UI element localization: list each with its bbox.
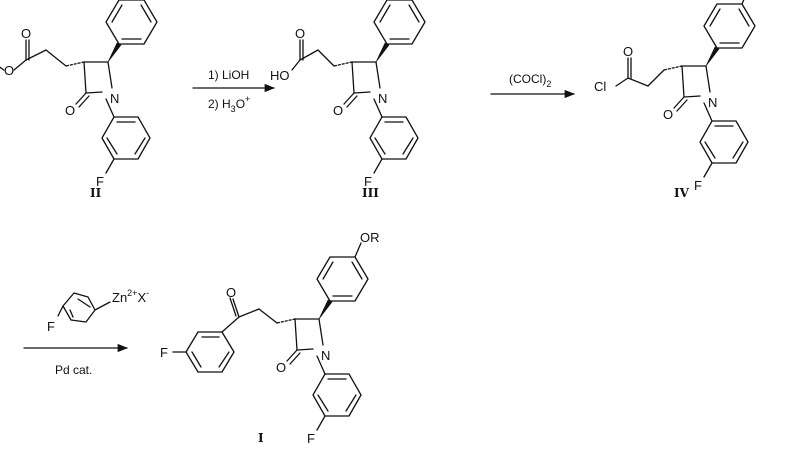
atom-F: F bbox=[160, 345, 168, 360]
compound-label-I: I bbox=[258, 431, 264, 445]
compound-I: O F N O OR F bbox=[160, 230, 380, 446]
compound-label-IV: IV bbox=[674, 186, 690, 200]
atom-O: O bbox=[4, 63, 14, 78]
compound-III: O HO N O OR F bbox=[270, 0, 426, 189]
atom-O: O bbox=[21, 26, 31, 41]
atom-O: O bbox=[65, 103, 75, 118]
atom-F: F bbox=[694, 178, 702, 193]
atom-O: O bbox=[333, 103, 343, 118]
atom-O: O bbox=[663, 107, 673, 122]
reagent-step2: (COCl)2 bbox=[509, 72, 551, 89]
atom-O: O bbox=[276, 360, 286, 375]
atom-F: F bbox=[364, 174, 372, 189]
atom-OR: OR bbox=[360, 230, 380, 245]
reagent-step1-line2: 2) H3O+ bbox=[208, 94, 250, 114]
atom-O: O bbox=[623, 44, 633, 59]
atom-F: F bbox=[307, 431, 315, 446]
atom-O: O bbox=[295, 26, 305, 41]
reagent-step3: Pd cat. bbox=[55, 363, 92, 377]
atom-HO: HO bbox=[270, 68, 290, 83]
atom-F: F bbox=[96, 174, 104, 189]
reagent-step1-line1: 1) LiOH bbox=[208, 68, 249, 82]
atom-N: N bbox=[321, 348, 330, 363]
atom-N: N bbox=[110, 91, 119, 106]
compound-IV: O Cl N O OR F bbox=[594, 0, 756, 193]
atom-F: F bbox=[47, 319, 55, 334]
atom-O: O bbox=[226, 285, 236, 300]
compound-label-III: III bbox=[362, 186, 379, 200]
compound-II: O O N O OR F bbox=[0, 0, 158, 189]
compound-label-II: II bbox=[90, 186, 102, 200]
atom-N: N bbox=[378, 91, 387, 106]
atom-Cl: Cl bbox=[594, 79, 606, 94]
reagent-arylzinc: Zn2+X- F bbox=[47, 288, 149, 334]
atom-N: N bbox=[708, 95, 717, 110]
zinc-label: Zn2+X- bbox=[112, 288, 149, 305]
